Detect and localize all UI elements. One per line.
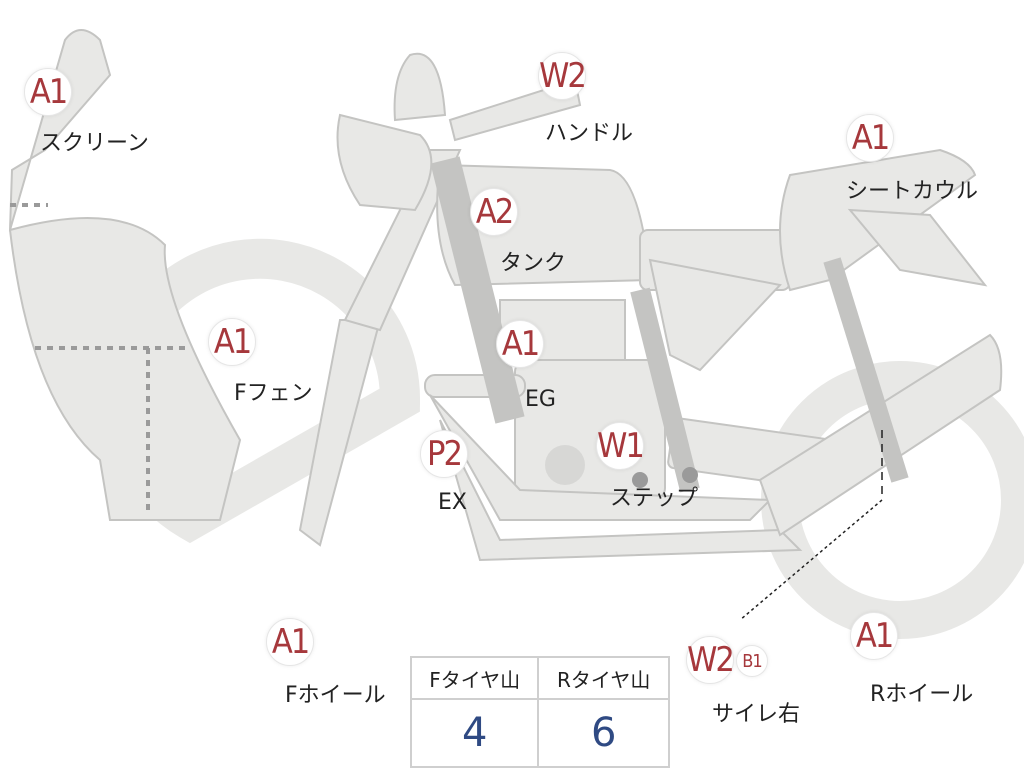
muffler-right-extra-badge: B1 [736, 645, 768, 677]
exhaust-label: EX [438, 490, 467, 515]
muffler-right-grade-badge: W2 [686, 636, 735, 684]
handle-grade-badge: W2 [538, 52, 587, 100]
seat-cowl-grade-badge: A1 [846, 114, 894, 162]
step-label: ステップ [610, 486, 699, 511]
seat-cowl-label: シートカウル [846, 179, 979, 204]
f-fender-grade-badge: A1 [208, 318, 256, 366]
tank-label: タンク [500, 251, 567, 276]
exhaust-grade-badge: P2 [420, 430, 468, 478]
f-wheel-label: Fホイール [285, 683, 386, 708]
tire-tread-table: Fタイヤ山 Rタイヤ山 4 6 [409, 656, 670, 768]
f-wheel-grade-badge: A1 [266, 618, 314, 666]
screen-grade-badge: A1 [24, 68, 72, 116]
rear-tire-value: 6 [537, 698, 670, 768]
muffler-right-label: サイレ右 [712, 702, 801, 727]
screen-label: スクリーン [40, 131, 149, 156]
r-wheel-grade-badge: A1 [850, 612, 898, 660]
front-tire-header: Fタイヤ山 [409, 656, 540, 700]
step-grade-badge: W1 [596, 422, 645, 470]
r-wheel-label: Rホイール [870, 682, 974, 707]
rear-tire-header: Rタイヤ山 [537, 656, 670, 700]
engine-label: EG [525, 387, 556, 412]
f-fender-label: Fフェン [234, 381, 313, 406]
handle-label: ハンドル [545, 121, 634, 146]
front-tire-value: 4 [409, 698, 540, 768]
engine-grade-badge: A1 [496, 320, 544, 368]
tank-grade-badge: A2 [470, 188, 518, 236]
